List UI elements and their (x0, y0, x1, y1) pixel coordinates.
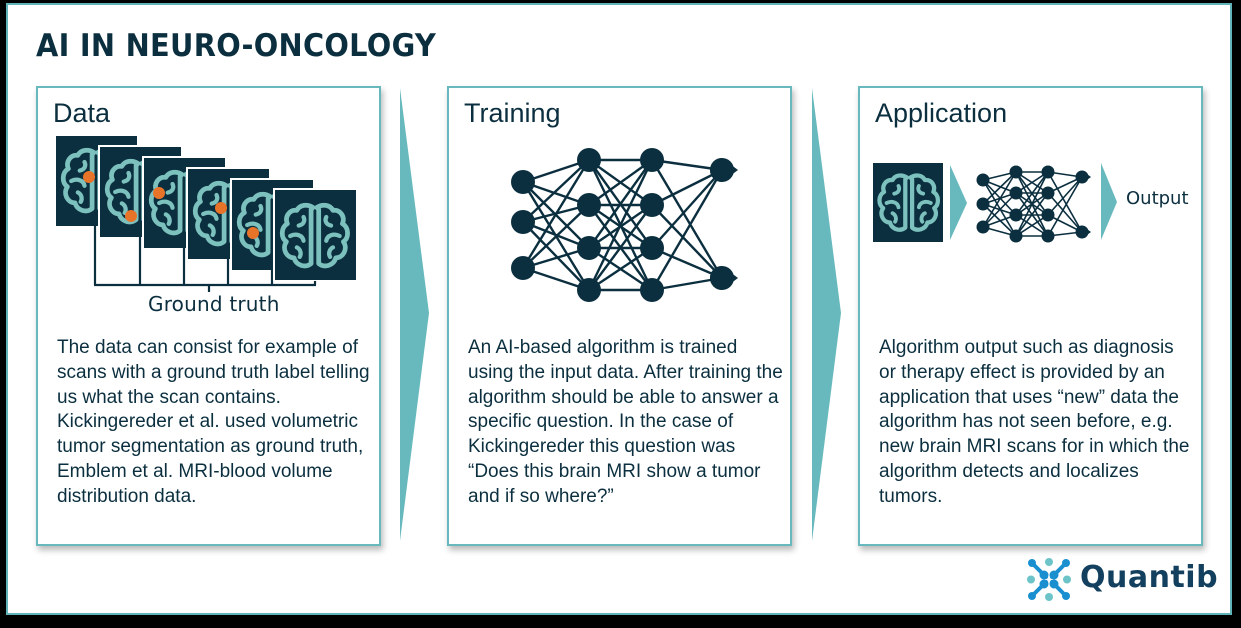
scan-stack-graphic (56, 136, 358, 292)
small-arrow-2 (1101, 163, 1117, 240)
panel-title-data: Data (53, 98, 111, 128)
panel-title-application: Application (875, 98, 1008, 128)
panel-training: Training An AI-based algorithm is traine… (447, 86, 792, 546)
panel-application: Application Algorithm output such as dia… (858, 86, 1203, 546)
output-label: Output (1126, 188, 1189, 209)
quantib-logo-icon (1027, 558, 1071, 601)
flow-arrow-1 (400, 88, 429, 541)
page-title: AI IN NEURO-ONCOLOGY (36, 28, 437, 64)
flow-arrow-2 (812, 88, 841, 541)
neural-network-graphic (511, 148, 738, 302)
ground-truth-bracket (93, 226, 317, 292)
panel-title-training: Training (464, 98, 561, 128)
scan-card-6 (273, 188, 358, 281)
quantib-logo-text: Quantib (1080, 560, 1219, 595)
panel-text-training: An AI-based algorithm is trained using t… (468, 337, 783, 507)
input-brain-scan (873, 163, 943, 242)
small-neural-network (976, 165, 1091, 243)
panel-text-data: The data can consist for example of scan… (57, 337, 370, 507)
application-graphic (873, 163, 1117, 243)
small-arrow-1 (950, 165, 967, 240)
panel-text-application: Algorithm output such as diagnosis or th… (879, 337, 1190, 507)
ground-truth-label: Ground truth (148, 292, 280, 316)
